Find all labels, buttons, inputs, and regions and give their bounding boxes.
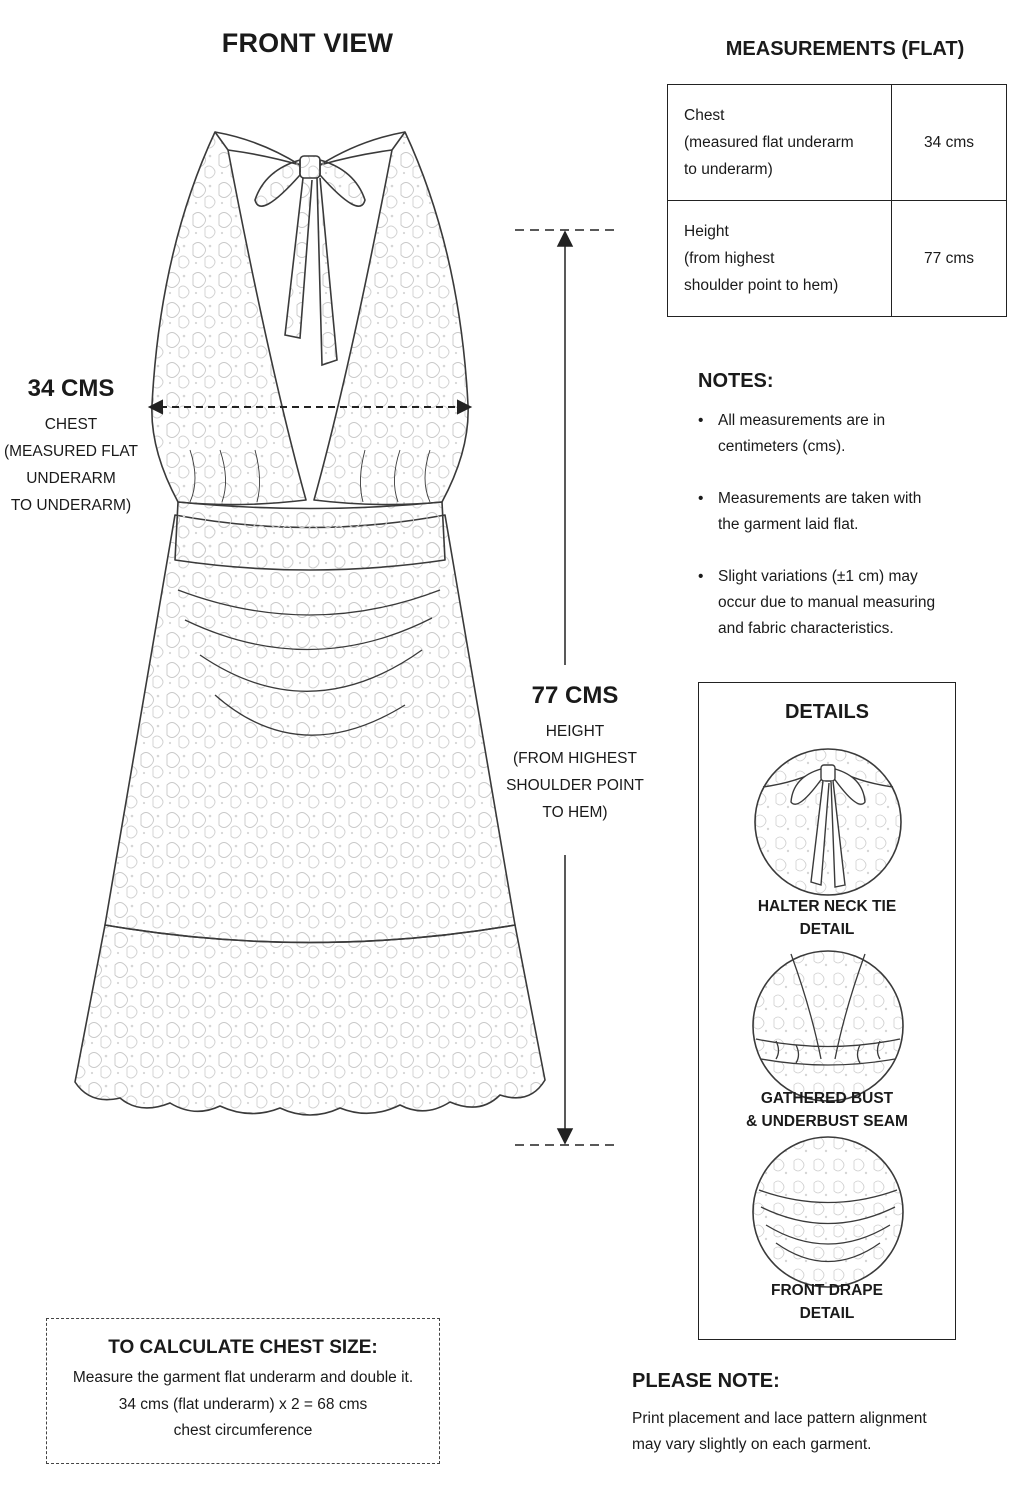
bodice-left [151, 131, 307, 506]
chest-row-value: 34 cms [891, 84, 1007, 201]
list-item: Slight variations (±1 cm) may occur due … [698, 564, 998, 642]
chest-row-label: Chest (measured flat underarm to underar… [667, 84, 892, 201]
halter-detail-label: HALTER NECK TIE DETAIL [757, 898, 897, 938]
gathered-bust-detail-icon [752, 950, 904, 1102]
notes-list: All measurements are in centimeters (cms… [698, 408, 998, 668]
list-item: Measurements are taken with the garment … [698, 486, 998, 538]
height-row-label: Height (from highest shoulder point to h… [667, 200, 892, 317]
chest-callout: 34 CMS CHEST (MEASURED FLAT UNDERARM TO … [0, 375, 142, 519]
height-callout-desc: HEIGHT (FROM HIGHEST SHOULDER POINT TO H… [506, 723, 644, 821]
calc-title: TO CALCULATE CHEST SIZE: [108, 1337, 378, 1358]
gathered-detail-label: GATHERED BUST & UNDERBUST SEAM [746, 1090, 908, 1130]
height-row-value: 77 cms [891, 200, 1007, 317]
halter-tie-detail-icon [754, 748, 902, 896]
height-callout-value: 77 CMS [531, 682, 619, 709]
measurements-table: Chest (measured flat underarm to underar… [667, 84, 1007, 317]
measurements-title: MEASUREMENTS (FLAT) [725, 38, 965, 60]
please-note-title: PLEASE NOTE: [632, 1370, 780, 1392]
table-row: Chest (measured flat underarm to underar… [667, 84, 1007, 201]
bodice-right [313, 131, 469, 506]
table-row: Height (from highest shoulder point to h… [667, 200, 1007, 317]
neck-bow [254, 158, 366, 207]
chest-callout-value: 34 CMS [27, 375, 115, 402]
calc-chest-box: TO CALCULATE CHEST SIZE: Measure the gar… [46, 1318, 440, 1464]
height-callout: 77 CMS HEIGHT (FROM HIGHEST SHOULDER POI… [495, 682, 655, 826]
details-box: DETAILS HALTER NECK TIE DETAIL GA [698, 682, 956, 1340]
calc-text: Measure the garment flat underarm and do… [72, 1369, 414, 1439]
height-measure-arrow [515, 229, 615, 1146]
skirt-flounce [74, 924, 546, 1116]
drape-detail-label: FRONT DRAPE DETAIL [771, 1282, 883, 1322]
skirt-body [104, 514, 516, 944]
details-title: DETAILS [784, 701, 870, 723]
front-drape-detail-icon [752, 1136, 904, 1288]
waistband [174, 501, 446, 571]
chest-callout-desc: CHEST (MEASURED FLAT UNDERARM TO UNDERAR… [3, 416, 139, 514]
list-item: All measurements are in centimeters (cms… [698, 408, 998, 460]
dress-illustration [74, 131, 546, 1116]
please-note-text: Print placement and lace pattern alignme… [632, 1410, 927, 1453]
front-view-title: FRONT VIEW [221, 28, 394, 58]
notes-title: NOTES: [698, 370, 774, 392]
